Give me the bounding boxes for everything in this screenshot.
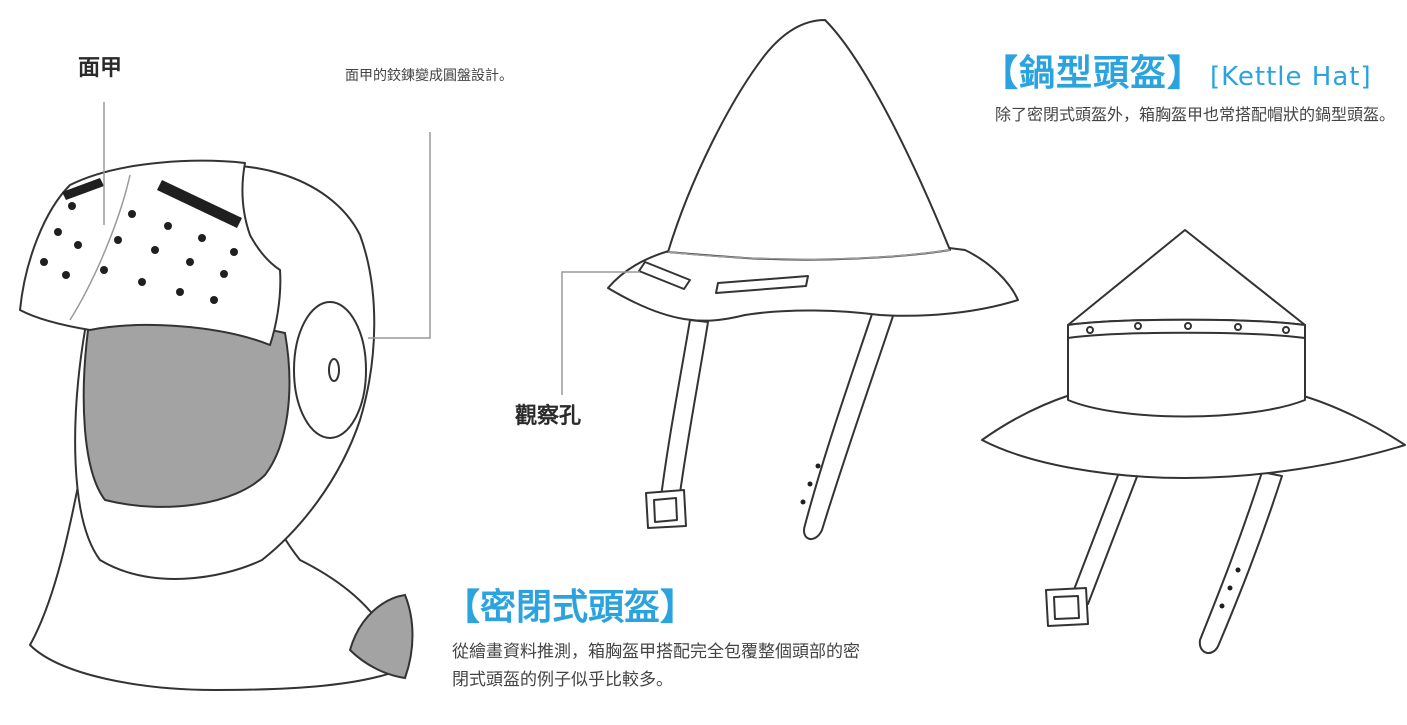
- kettle-hat-conical-brim: [981, 394, 1406, 479]
- eye-slit-leader-line: [561, 271, 640, 395]
- kettle-hat-peaked-strap-right: [803, 304, 896, 540]
- visor-hinge-note: 面甲的鉸鍊變成圓盤設計。: [345, 68, 513, 84]
- kettle-hat-conical-strap-left: [1069, 469, 1139, 605]
- kettle-hat-eye-slit-left: [638, 261, 691, 290]
- kettle-hat-heading-block: 【鍋型頭盔】[Kettle Hat]: [982, 44, 1372, 96]
- closed-helmet-eye-slit-left: [62, 178, 104, 200]
- closed-helmet-hinge-rivet: [328, 358, 340, 382]
- kettle-hat-peaked-drawing: [561, 19, 1019, 540]
- hinge-leader-line: [368, 132, 431, 339]
- kettle-hat-conical-crown: [1067, 324, 1306, 418]
- kettle-hat-conical-drawing: [981, 229, 1406, 654]
- kettle-hat-eye-slit-right: [715, 275, 809, 294]
- visor-label: 面甲: [78, 56, 123, 81]
- closed-helmet-drawing: [19, 102, 431, 691]
- kettle-hat-peaked-strap-holes: [800, 463, 821, 505]
- kettle-hat-description: 除了密閉式頭盔外，箱胸盔甲也常搭配帽狀的鍋型頭盔。: [995, 105, 1396, 124]
- kettle-hat-heading-en: [Kettle Hat]: [1210, 62, 1372, 92]
- kettle-hat-peaked-buckle-inner: [653, 497, 678, 523]
- closed-helmet-visor-ridge: [69, 174, 131, 321]
- closed-helmet-visor: [19, 159, 282, 346]
- closed-helmet-heading: 【密閉式頭盔】: [444, 587, 697, 628]
- kettle-hat-conical-buckle-inner: [1053, 595, 1080, 620]
- kettle-hat-peaked-strap-left: [659, 319, 709, 509]
- closed-helmet-eye-slit-right: [157, 180, 242, 228]
- kettle-hat-conical-strap-holes: [1219, 567, 1241, 609]
- closed-helmet-face-opening: [82, 321, 291, 508]
- kettle-hat-heading: 【鍋型頭盔】: [982, 53, 1205, 94]
- kettle-hat-peaked-dome: [667, 19, 951, 261]
- kettle-hat-conical-strap-right: [1198, 471, 1283, 654]
- kettle-hat-peaked-band: [667, 249, 951, 261]
- closed-helmet-description: 從繪畫資料推測，箱胸盔甲搭配完全包覆整個頭部的密閉式頭盔的例子似乎比較多。: [452, 642, 860, 690]
- closed-helmet-breath-holes: [40, 202, 238, 304]
- closed-helmet-shoulder-shade: [348, 593, 414, 680]
- kettle-hat-conical-top: [1067, 229, 1306, 326]
- eye-slit-label: 觀察孔: [515, 404, 582, 429]
- kettle-hat-conical-rivets: [1086, 322, 1290, 334]
